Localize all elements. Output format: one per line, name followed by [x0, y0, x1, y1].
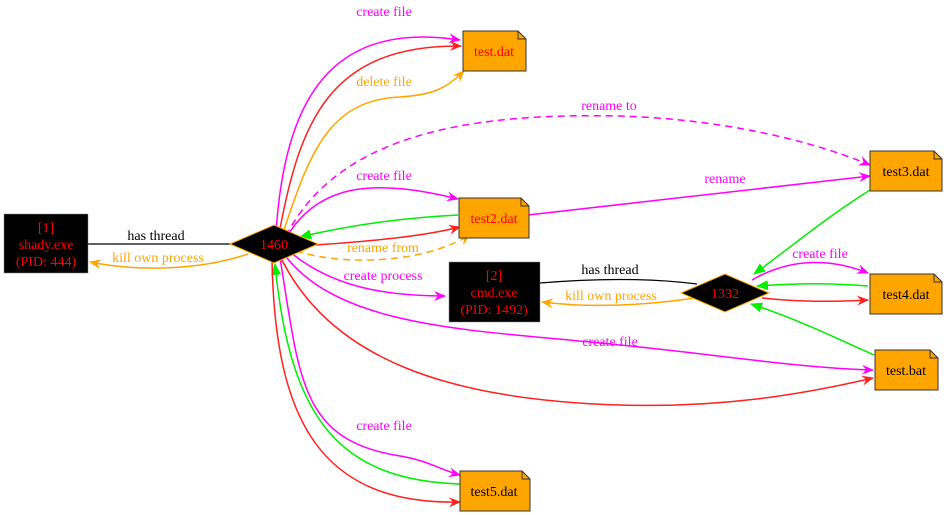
label-create-file-test5: create file [356, 419, 412, 434]
file-node-test-dat[interactable]: test.dat [462, 30, 527, 72]
label-rename-to: rename to [581, 99, 637, 114]
edge-create-file-test5 [279, 257, 461, 478]
thread-node-1332-label: 1332 [711, 287, 739, 302]
edge-read-test2 [299, 214, 459, 240]
edge-kill-own-process-2 [541, 297, 696, 309]
thread-node-1460[interactable]: 1460 [228, 224, 320, 264]
edge-write-testbat [279, 255, 874, 407]
edge-rename-to [285, 114, 871, 237]
label-create-file-test: create file [356, 5, 412, 20]
edge-create-file-test4 [751, 261, 869, 281]
file-node-test4-dat-label: test4.dat [882, 288, 929, 303]
label-delete-file-test: delete file [356, 75, 412, 90]
process-node-shady-line1: [1] [38, 221, 54, 236]
file-node-test-bat[interactable]: test.bat [874, 349, 939, 391]
process-node-shady-line3: (PID: 444) [16, 255, 77, 270]
label-create-file-testbat: create file [582, 335, 638, 350]
file-node-test-dat-label: test.dat [474, 45, 514, 60]
edge-rename [527, 172, 871, 216]
label-has-thread-2: has thread [581, 263, 638, 278]
edge-write-test5 [271, 259, 461, 508]
label-kill-own-process-2: kill own process [565, 289, 657, 304]
edge-has-thread-2 [539, 278, 698, 285]
label-kill-own-process-1: kill own process [112, 251, 204, 266]
thread-node-1460-label: 1460 [260, 238, 288, 253]
file-node-test-bat-label: test.bat [886, 364, 926, 379]
edge-read-test5 [271, 263, 461, 485]
file-node-test2-dat[interactable]: test2.dat [458, 197, 530, 239]
process-node-cmd[interactable]: [2] cmd.exe (PID: 1492) [448, 261, 541, 323]
process-node-cmd-line3: (PID: 1492) [460, 303, 528, 318]
edge-write-test4 [761, 295, 869, 306]
process-node-shady-line2: shady.exe [19, 238, 74, 253]
label-create-file-test2: create file [356, 169, 412, 184]
file-node-test5-dat[interactable]: test5.dat [459, 470, 531, 512]
process-node-cmd-line2: cmd.exe [470, 286, 517, 301]
label-create-process: create process [344, 269, 423, 284]
label-rename: rename [704, 172, 745, 187]
process-node-shady[interactable]: [1] shady.exe (PID: 444) [3, 213, 89, 274]
edge-rename-from [295, 234, 471, 261]
edge-create-file-testbat [283, 253, 874, 375]
thread-node-1332[interactable]: 1332 [679, 273, 771, 313]
file-node-test3-dat[interactable]: test3.dat [869, 150, 943, 192]
edge-create-file-test [275, 33, 461, 233]
edge-create-file-test2 [285, 187, 459, 239]
edge-create-process [289, 251, 446, 301]
file-node-test3-dat-label: test3.dat [882, 165, 929, 180]
label-rename-from: rename from [347, 241, 419, 256]
edge-read-test3 [753, 189, 871, 275]
file-node-test5-dat-label: test5.dat [470, 485, 517, 500]
process-node-cmd-line1: [2] [486, 269, 502, 284]
edge-kill-own-process-1 [89, 253, 249, 270]
edge-read-test4 [756, 280, 869, 291]
file-node-test2-dat-label: test2.dat [470, 212, 517, 227]
label-create-file-test4: create file [792, 247, 848, 262]
file-node-test4-dat[interactable]: test4.dat [869, 273, 943, 315]
edge-write-test [278, 40, 462, 235]
edge-write-test2 [315, 224, 461, 246]
label-has-thread-1: has thread [127, 229, 184, 244]
edge-read-testbat [750, 302, 875, 356]
edge-delete-file-test [281, 70, 465, 237]
